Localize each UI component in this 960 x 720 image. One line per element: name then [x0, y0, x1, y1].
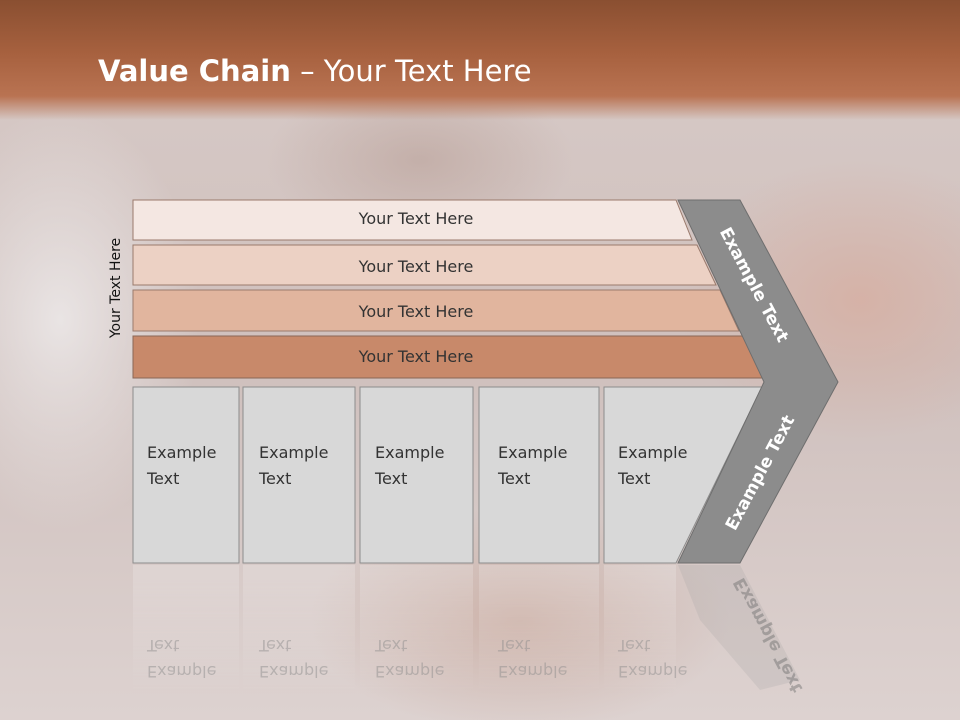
chevron-arrow[interactable] [677, 199, 839, 564]
title-bold: Value Chain [98, 54, 291, 88]
reflection [133, 565, 800, 695]
row-bar-3[interactable] [132, 289, 740, 332]
column-box-5[interactable] [603, 386, 763, 564]
column-box-3[interactable] [359, 386, 474, 564]
column-box-1[interactable] [132, 386, 240, 564]
slide-title: Value Chain – Your Text Here [98, 54, 532, 88]
row-label-1: Your Text Here [358, 209, 474, 228]
row-label-2: Your Text Here [358, 257, 474, 276]
row-bar-1[interactable] [132, 199, 693, 241]
title-rest: – Your Text Here [290, 54, 532, 88]
row-bar-2[interactable] [132, 244, 717, 286]
column-box-2[interactable] [242, 386, 356, 564]
row-label-3: Your Text Here [358, 302, 474, 321]
column-box-4[interactable] [478, 386, 600, 564]
row-label-4: Your Text Here [358, 347, 474, 366]
header-band [0, 0, 960, 120]
